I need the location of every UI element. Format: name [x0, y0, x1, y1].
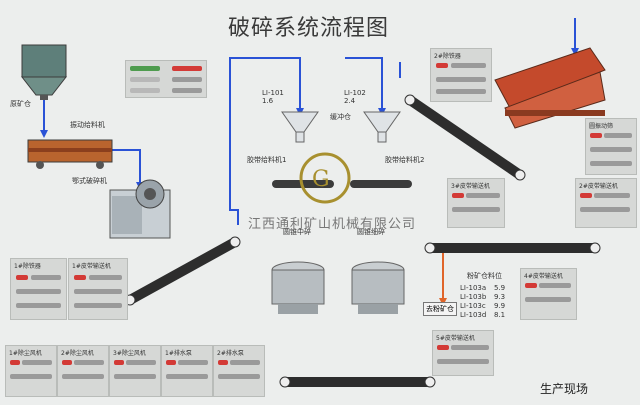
panel-drain-pump-2[interactable]: 2#排水泵 [213, 345, 265, 397]
li103d-tag: LI-103d [460, 312, 486, 319]
panel-vibrating-screen[interactable]: 圆振动筛 [585, 118, 637, 175]
panel-title: 4#皮带输送机 [524, 271, 563, 280]
label-belt-feeder-2: 胶带给料机2 [385, 157, 424, 164]
panel-title: 2#除铁器 [434, 51, 461, 60]
li103d-value: 8.1 [494, 312, 505, 319]
panel-drain-pump-1[interactable]: 1#排水泵 [161, 345, 213, 397]
panel-title: 3#皮带输送机 [451, 181, 490, 190]
vibrating-feeder-icon [28, 140, 112, 169]
feeder-status-panel[interactable] [125, 60, 207, 98]
panel-title: 5#皮带输送机 [436, 333, 475, 342]
jaw-crusher-icon [110, 180, 170, 238]
label-buffer-bin: 缓冲仓 [330, 114, 351, 121]
raw-ore-bin-icon [22, 45, 66, 100]
photo-caption: 生产现场 [540, 380, 588, 397]
li102-value: 2.4 [344, 98, 355, 105]
panel-title: 2#除尘风机 [61, 348, 94, 357]
panel-belt-conveyor-1[interactable]: 1#皮带输送机 [68, 258, 128, 320]
panel-dust-fan-3[interactable]: 3#除尘风机 [109, 345, 161, 397]
li103c-tag: LI-103c [460, 303, 486, 310]
svg-text:G: G [312, 167, 330, 192]
panel-belt-conveyor-3[interactable]: 3#皮带输送机 [447, 178, 505, 228]
panel-belt-conveyor-4[interactable]: 4#皮带输送机 [520, 268, 577, 320]
label-jaw-crusher: 鄂式破碎机 [72, 178, 107, 185]
panel-title: 1#排水泵 [165, 348, 192, 357]
li103a-tag: LI-103a [460, 285, 486, 292]
panel-title: 1#除铁器 [14, 261, 41, 270]
panel-belt-conveyor-5[interactable]: 5#皮带输送机 [432, 330, 494, 376]
li103b-tag: LI-103b [460, 294, 486, 301]
li103a-value: 5.9 [494, 285, 505, 292]
panel-title: 3#除尘风机 [113, 348, 146, 357]
li103c-value: 9.9 [494, 303, 505, 310]
panel-title: 2#排水泵 [217, 348, 244, 357]
panel-dust-fan-1[interactable]: 1#除尘风机 [5, 345, 57, 397]
label-powder-feeder: 粉矿仓料位 [467, 273, 502, 280]
panel-dust-fan-2[interactable]: 2#除尘风机 [57, 345, 109, 397]
panel-title: 圆振动筛 [589, 121, 613, 130]
panel-iron-remover-1[interactable]: 1#除铁器 [10, 258, 67, 320]
powder-bin-box[interactable]: 去粉矿仓 [423, 302, 457, 316]
li103b-value: 9.3 [494, 294, 505, 301]
panel-title: 1#皮带输送机 [72, 261, 111, 270]
panel-title: 1#除尘风机 [9, 348, 42, 357]
li101-tag: LI-101 [262, 90, 284, 97]
label-belt-feeder-1: 胶带给料机1 [247, 157, 286, 164]
company-logo-icon: G [301, 154, 349, 202]
panel-belt-conveyor-2[interactable]: 2#皮带输送机 [575, 178, 637, 228]
company-watermark: 江西通利矿山机械有限公司 [248, 213, 416, 232]
li101-value: 1.6 [262, 98, 273, 105]
label-raw-bin: 原矿仓 [10, 101, 31, 108]
label-vib-feeder: 振动给料机 [70, 122, 105, 129]
cone-crusher-icon [272, 262, 404, 314]
panel-title: 2#皮带输送机 [579, 181, 618, 190]
li102-tag: LI-102 [344, 90, 366, 97]
page-title: 破碎系统流程图 [228, 10, 389, 42]
vibrating-screen-icon [495, 48, 605, 128]
panel-iron-remover-2[interactable]: 2#除铁器 [430, 48, 492, 102]
